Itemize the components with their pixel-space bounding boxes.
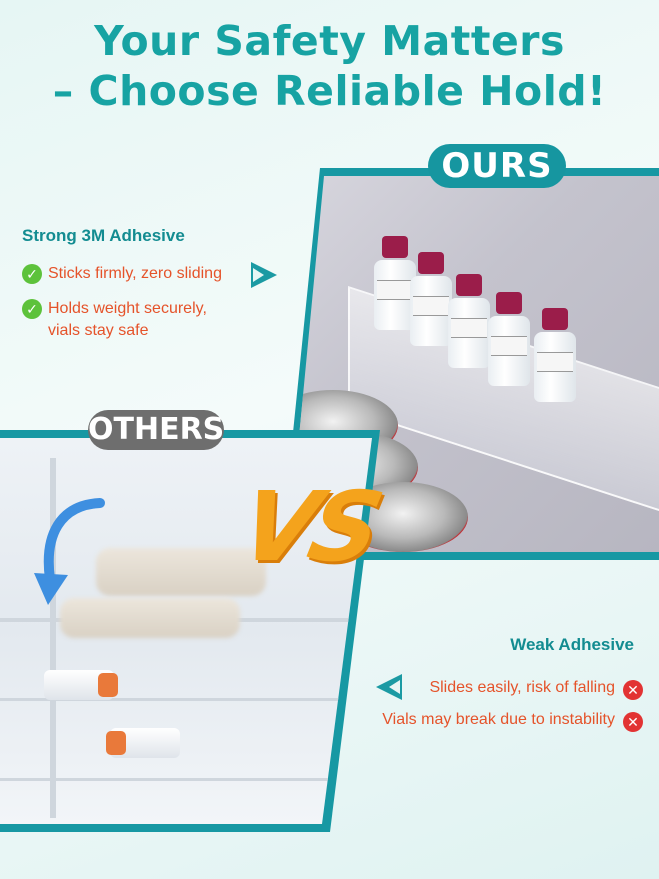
others-product-photo bbox=[0, 438, 372, 824]
fallen-vial bbox=[44, 670, 118, 700]
falling-arrow-icon bbox=[34, 498, 105, 605]
ours-feature-item: ✓ Sticks firmly, zero sliding bbox=[22, 263, 222, 285]
ours-badge: OURS bbox=[428, 144, 566, 188]
headline-line-2: – Choose Reliable Hold! bbox=[52, 67, 607, 115]
vial bbox=[488, 292, 530, 386]
ours-feature-item: ✓ Holds weight securely, vials stay safe bbox=[22, 298, 207, 342]
x-circle-icon: ✕ bbox=[623, 680, 643, 700]
fallen-vial bbox=[106, 728, 180, 758]
vial bbox=[410, 252, 452, 346]
headline-line-1: Your Safety Matters bbox=[94, 17, 565, 65]
ours-feature-title: Strong 3M Adhesive bbox=[22, 226, 185, 245]
x-circle-icon: ✕ bbox=[623, 712, 643, 732]
arrow-right-icon bbox=[251, 262, 277, 288]
check-circle-icon: ✓ bbox=[22, 299, 42, 319]
others-badge: OTHERS bbox=[88, 410, 224, 450]
vial bbox=[448, 274, 490, 368]
others-feature-item: Vials may break due to instability✕ bbox=[382, 709, 643, 732]
arrow-left-icon bbox=[376, 674, 402, 700]
vial bbox=[534, 308, 576, 402]
others-feature-title: Weak Adhesive bbox=[510, 635, 634, 654]
others-feature-item: Slides easily, risk of falling✕ bbox=[429, 677, 643, 700]
vs-mark: VS bbox=[231, 471, 387, 583]
headline: Your Safety Matters – Choose Reliable Ho… bbox=[0, 16, 659, 116]
check-circle-icon: ✓ bbox=[22, 264, 42, 284]
vial bbox=[374, 236, 416, 330]
